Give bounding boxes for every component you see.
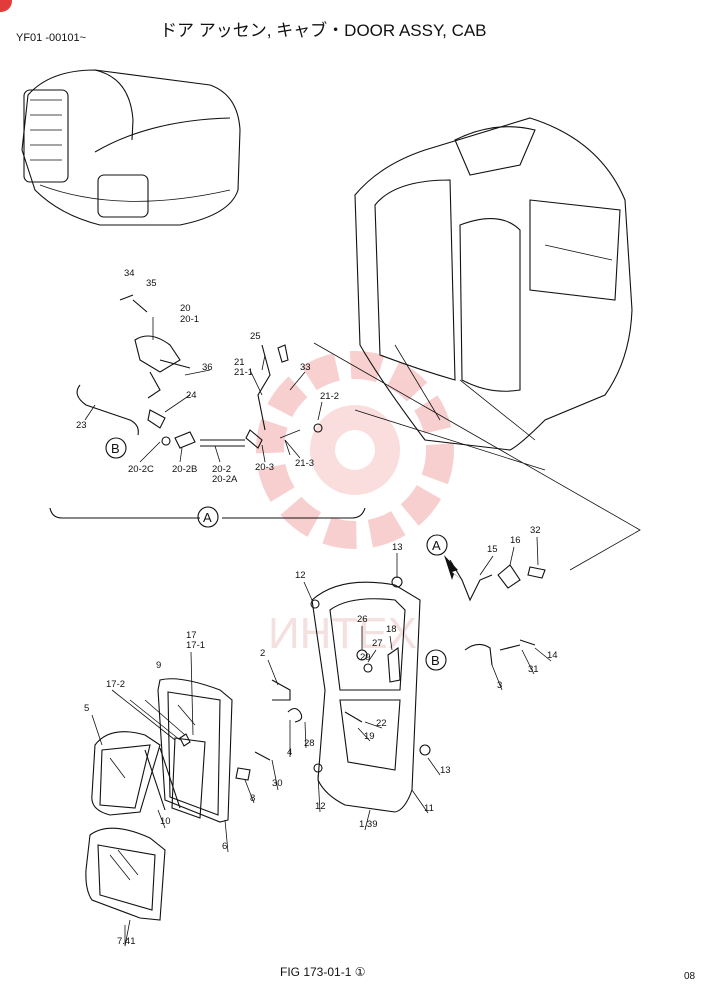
part-label: 9 [156, 660, 161, 671]
part-label: 20-1 [180, 314, 199, 325]
callout-A-upper: A [197, 506, 219, 528]
page-title: ドア アッセン, キャブ・DOOR ASSY, CAB [160, 21, 487, 40]
part-label: 32 [530, 525, 541, 536]
part-label: 20 [180, 303, 191, 314]
part-label: 21-3 [295, 458, 314, 469]
detail-bracket-A [49, 507, 366, 519]
label-leader-lines [84, 317, 552, 947]
part-label: 33 [300, 362, 311, 373]
part-label: 20-2C [128, 464, 154, 475]
part-label: 26 [357, 614, 368, 625]
svg-text:B: B [111, 441, 120, 456]
part-label: 36 [202, 362, 213, 373]
part-label: 21-1 [234, 367, 253, 378]
part-label: 20-2B [172, 464, 197, 475]
part-label: 20-2 [212, 464, 231, 475]
part-label: 23 [76, 420, 87, 431]
part-label: 13 [392, 542, 403, 553]
serial-range: YF01 -00101~ [16, 32, 87, 44]
detail-leader-lines [313, 342, 641, 571]
cab-frame [354, 117, 633, 451]
part-label: 29 [360, 652, 371, 663]
part-label: 20-2A [212, 474, 238, 485]
latch-assembly [76, 294, 323, 456]
part-label: 20-3 [255, 462, 274, 473]
part-label: 5 [84, 703, 89, 714]
part-label: 22 [376, 718, 387, 729]
part-label: 18 [386, 624, 397, 635]
part-label: 1.39 [359, 819, 378, 830]
part-label: 6 [222, 841, 227, 852]
watermark-logo: ИНТЕХ [256, 351, 454, 658]
excavator-thumbnail [21, 69, 241, 226]
part-number-labels: 34 35 20 20-1 36 23 24 20-2C 20-2B 20-2 … [76, 268, 558, 947]
part-label: 21-2 [320, 391, 339, 402]
part-label: 12 [295, 570, 306, 581]
part-label: 14 [547, 650, 558, 661]
callout-B-upper: B [105, 437, 127, 459]
part-label: 21 [234, 357, 245, 368]
part-label: 17-1 [186, 640, 205, 651]
part-label: 17 [186, 630, 197, 641]
part-label: 3 [497, 680, 502, 691]
callout-A-lower: A [426, 534, 448, 556]
part-label: 24 [186, 390, 197, 401]
page-number: 08 [684, 971, 696, 982]
part-label: 15 [487, 544, 498, 555]
part-label: 11 [424, 803, 434, 814]
part-label: 31 [528, 664, 539, 675]
part-label: 28 [304, 738, 315, 749]
part-label: 27 [372, 638, 383, 649]
svg-text:B: B [431, 653, 440, 668]
part-label: 19 [364, 731, 375, 742]
part-label: 17-2 [106, 679, 125, 690]
part-label: 2 [260, 648, 265, 659]
callout-B-lower: B [425, 649, 447, 671]
svg-text:A: A [203, 510, 212, 525]
door-assembly [85, 559, 546, 921]
part-label: 12 [315, 801, 326, 812]
view-arrow-icon [444, 555, 462, 580]
part-label: 16 [510, 535, 521, 546]
svg-text:A: A [432, 538, 441, 553]
part-label: 35 [146, 278, 157, 289]
part-label: 30 [272, 778, 283, 789]
part-label: 34 [124, 268, 135, 279]
figure-reference: FIG 173-01-1 ① [280, 965, 366, 979]
part-label: 25 [250, 331, 261, 342]
part-label: 10 [160, 816, 171, 827]
part-label: 13 [440, 765, 451, 776]
